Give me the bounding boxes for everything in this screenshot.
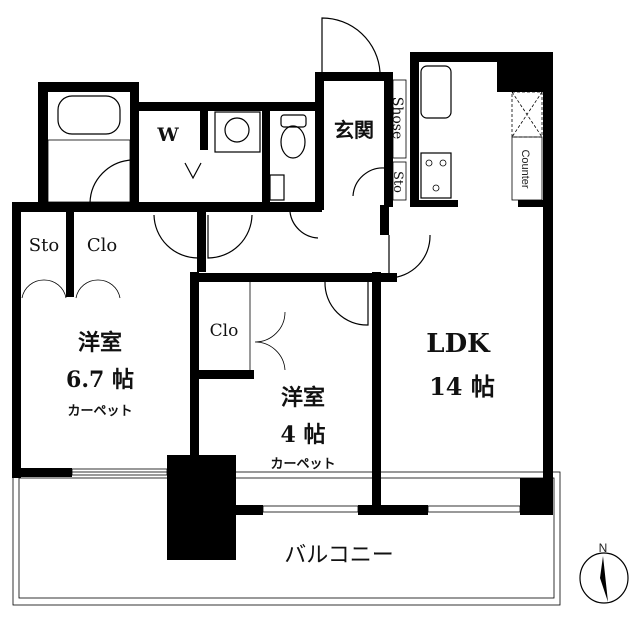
ldk-size: 14 帖	[429, 372, 495, 401]
bedroom1-name: 洋室	[78, 330, 122, 356]
washer-label: W	[156, 124, 179, 146]
compass-north-label: N	[599, 541, 608, 555]
shoe-storage-label: Shose	[389, 97, 405, 140]
stove-icon	[420, 152, 452, 199]
bedroom2-name: 洋室	[281, 385, 325, 411]
bedroom2-size: 4 帖	[281, 422, 326, 448]
bedroom1-closet-label: Clo	[87, 235, 117, 256]
bathtub-icon	[57, 95, 121, 135]
ldk-name: LDK	[426, 329, 491, 359]
compass-needle-icon	[600, 556, 608, 602]
bedroom1-floor: カーペット	[67, 404, 132, 419]
walls	[12, 52, 553, 560]
fixtures	[47, 65, 543, 203]
balcony	[12, 471, 561, 606]
toilet-icon	[280, 114, 307, 128]
bedroom2-closet-label: Clo	[210, 321, 239, 341]
doors	[21, 17, 431, 371]
sink-icon	[420, 65, 452, 119]
bedroom2-floor: カーペット	[270, 457, 335, 472]
washbasin-icon	[214, 111, 261, 153]
balcony-label: バルコニー	[284, 543, 394, 568]
bedroom1-size: 6.7 帖	[66, 367, 134, 393]
windows	[71, 468, 521, 513]
entrance-label: 玄関	[334, 118, 374, 142]
entrance-storage-label: Sto	[390, 171, 405, 193]
counter-label: Counter	[519, 149, 531, 188]
bedroom1-storage-label: Sto	[29, 235, 59, 256]
compass-ring-icon	[579, 552, 629, 604]
compass: N	[579, 541, 629, 604]
